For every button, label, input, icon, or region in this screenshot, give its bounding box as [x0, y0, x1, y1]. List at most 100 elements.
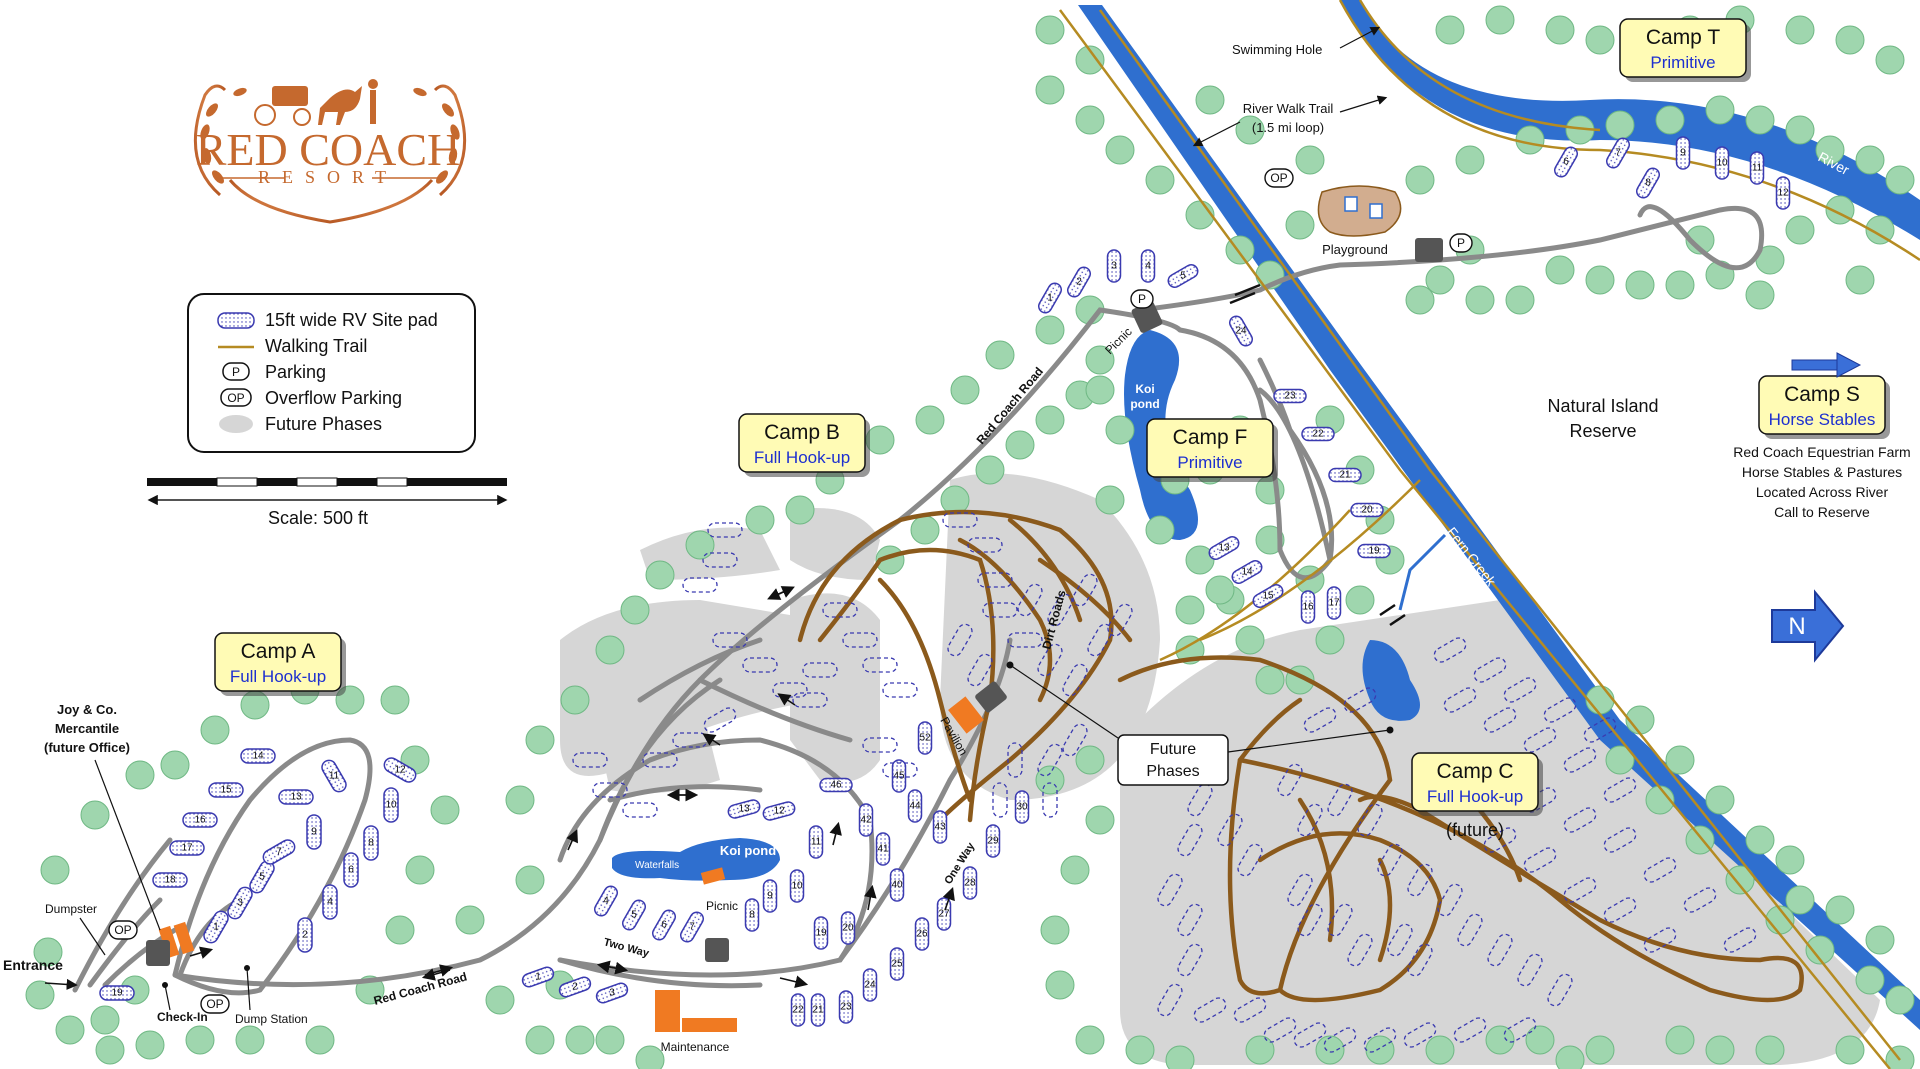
future-site-pad — [1453, 1017, 1487, 1043]
rv-site-pad[interactable]: 3 — [595, 981, 630, 1004]
rv-site-pad[interactable]: 11 — [319, 758, 349, 795]
tree-icon — [1705, 785, 1735, 815]
rv-site-pad[interactable]: 7 — [678, 910, 705, 944]
rv-site-pad[interactable]: 19 — [1357, 543, 1391, 559]
rv-site-pad[interactable]: 10 — [789, 869, 805, 903]
rv-site-pad[interactable]: 41 — [875, 832, 891, 866]
rv-site-pad[interactable]: 20 — [840, 911, 856, 945]
rv-site-pad[interactable]: 11 — [808, 825, 824, 859]
rv-site-pad[interactable]: 19 — [813, 916, 829, 950]
rv-site-pad[interactable]: 13 — [1206, 534, 1241, 563]
rv-site-pad[interactable]: 12 — [381, 755, 418, 785]
rv-site-pad[interactable]: 29 — [985, 824, 1001, 858]
rv-site-pad[interactable]: 46 — [819, 777, 853, 793]
rv-site-pad[interactable]: 15 — [208, 782, 244, 798]
rv-site-pad[interactable]: 21 — [1328, 467, 1362, 483]
rv-site-pad[interactable]: 5 — [620, 898, 647, 932]
coach-icon — [254, 79, 378, 126]
rv-site-pad[interactable]: 22 — [790, 993, 806, 1027]
rv-site-pad[interactable]: 3 — [1106, 249, 1122, 283]
rv-site-pad[interactable]: 22 — [1301, 426, 1335, 442]
rv-site-pad[interactable]: 6 — [343, 852, 359, 888]
rv-site-pad[interactable]: 9 — [306, 814, 322, 850]
rv-site-pad[interactable]: 1 — [1036, 281, 1063, 315]
tree-icon — [1585, 25, 1615, 55]
rv-site-pad[interactable]: 14 — [1229, 558, 1264, 587]
rv-site-pad[interactable]: 4 — [1140, 249, 1156, 283]
rv-site-pad[interactable]: 17 — [1326, 586, 1342, 620]
rv-site-pad[interactable]: 7 — [261, 837, 297, 866]
rv-site-pad[interactable]: 27 — [936, 897, 952, 931]
rv-site-pad[interactable]: 17 — [169, 840, 205, 856]
red-coach-logo: RED COACH RESORT — [193, 79, 467, 224]
site-number: 1 — [1047, 293, 1053, 304]
rv-site-pad[interactable]: 43 — [932, 810, 948, 844]
rv-site-pad[interactable]: 52 — [917, 721, 933, 755]
tree-icon — [1035, 15, 1065, 45]
tree-icon — [1035, 405, 1065, 435]
rv-site-pad[interactable]: 6 — [650, 908, 677, 942]
rv-site-pad[interactable]: 7 — [1604, 136, 1631, 170]
rv-site-pad[interactable]: 23 — [838, 990, 854, 1024]
rv-site-pad[interactable]: 1 — [201, 909, 230, 945]
rv-site-pad[interactable]: 10 — [383, 787, 399, 823]
rv-site-pad[interactable]: 23 — [1273, 388, 1307, 404]
site-number: 9 — [311, 827, 317, 838]
rv-site-pad[interactable]: 2 — [297, 917, 313, 953]
tree-icon — [910, 515, 940, 545]
rv-site-pad[interactable]: 1 — [521, 965, 556, 988]
future-site-pad — [1723, 927, 1757, 953]
rv-site-pad[interactable]: 9 — [1675, 136, 1691, 170]
rv-site-pad[interactable]: 13 — [278, 789, 314, 805]
rv-site-pad[interactable]: 45 — [891, 759, 907, 793]
rv-site-pad[interactable]: 11 — [1749, 151, 1765, 185]
rv-site-pad[interactable]: 28 — [962, 866, 978, 900]
rv-site-pad[interactable]: 9 — [762, 879, 778, 913]
site-number: 40 — [891, 880, 903, 891]
rv-site-pad[interactable]: 4 — [322, 884, 338, 920]
future-site-pad — [712, 632, 748, 648]
rv-site-pad[interactable]: 19 — [99, 985, 135, 1001]
tree-icon — [1085, 345, 1115, 375]
rv-site-pad[interactable]: 12 — [762, 800, 796, 821]
rv-site-pad[interactable]: 6 — [1552, 145, 1579, 179]
rv-site-pad[interactable]: 15 — [1250, 582, 1285, 611]
rv-site-pad[interactable]: 8 — [1634, 166, 1661, 200]
future-site-pad — [1017, 583, 1043, 617]
future-site-pad — [977, 572, 1013, 588]
rv-site-pad[interactable]: 42 — [858, 803, 874, 837]
rv-site-pad[interactable]: 5 — [1166, 262, 1200, 289]
rv-site-pad[interactable]: 40 — [889, 868, 905, 902]
site-number: 5 — [1180, 271, 1186, 282]
rv-site-pad[interactable]: 20 — [1350, 502, 1384, 518]
rv-site-pad[interactable]: 44 — [907, 789, 923, 823]
rv-site-pad[interactable]: 4 — [592, 884, 619, 918]
rv-site-pad[interactable]: 2 — [1065, 265, 1092, 299]
future-site-pad — [1517, 953, 1543, 987]
future-site-pad — [1563, 877, 1597, 903]
parking-symbol: P — [232, 365, 240, 379]
tree-icon — [1285, 210, 1315, 240]
rv-site-pad[interactable]: 25 — [889, 947, 905, 981]
rv-site-pad[interactable]: 14 — [240, 748, 276, 764]
rv-site-pad[interactable]: 16 — [1300, 590, 1316, 624]
site-number: 8 — [368, 838, 374, 849]
rv-site-pad[interactable]: 8 — [744, 898, 760, 932]
rv-site-pad[interactable]: 18 — [152, 872, 188, 888]
rv-site-pad[interactable]: 13 — [727, 798, 761, 819]
future-site-pad — [1177, 823, 1203, 857]
rv-site-pad[interactable]: 24 — [862, 968, 878, 1002]
rv-site-pad[interactable]: 3 — [225, 885, 254, 921]
tree-icon — [1755, 1035, 1785, 1065]
rv-site-pad[interactable]: 8 — [363, 825, 379, 861]
rv-site-pad[interactable]: 2 — [558, 975, 593, 998]
rv-site-pad[interactable]: 30 — [1014, 790, 1030, 824]
overflow-parking-icon: OP — [1264, 168, 1294, 188]
rv-site-pad[interactable]: 10 — [1714, 146, 1730, 180]
future-site-pad — [982, 602, 1018, 618]
rv-site-pad[interactable]: 12 — [1775, 176, 1791, 210]
rv-site-pad[interactable]: 26 — [914, 917, 930, 951]
rv-site-pad[interactable]: 21 — [810, 993, 826, 1027]
rv-site-pad[interactable]: 24 — [1226, 313, 1255, 348]
rv-site-pad[interactable]: 16 — [182, 812, 218, 828]
